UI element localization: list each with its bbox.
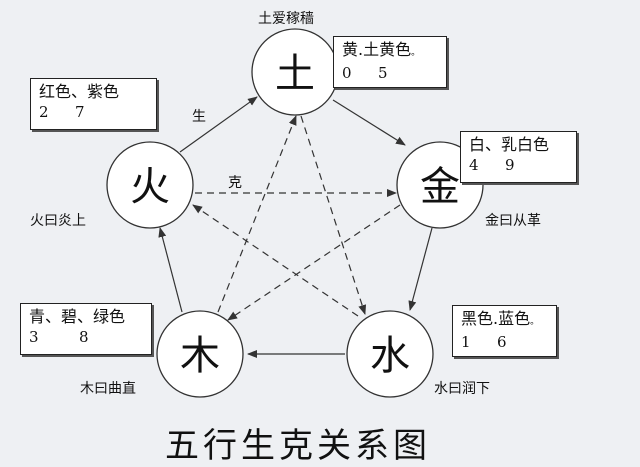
earth-colors: 黄.土黄色 <box>342 40 412 59</box>
node-water-char: 水 <box>370 333 410 379</box>
arrow-earth-to-water <box>300 115 367 315</box>
wood-colors: 青、碧、绿色 <box>29 307 126 326</box>
earth-num-a: 0 <box>342 64 352 82</box>
earth-num-b: 5 <box>378 64 388 82</box>
fire-colors: 红色、紫色 <box>39 82 120 101</box>
arrow-metal-to-water <box>408 227 433 311</box>
info-box-water: 黑色.蓝色。 1 6 <box>452 305 557 357</box>
diagram-canvas: 土 金 水 木 火 <box>106 28 484 398</box>
metal-num-a: 4 <box>469 156 479 174</box>
node-fire: 火 <box>106 141 194 229</box>
saying-fire: 火曰炎上 <box>30 213 86 229</box>
arrow-metal-to-wood <box>227 204 401 321</box>
node-wood: 木 <box>156 310 244 398</box>
water-colors: 黑色.蓝色 <box>461 309 531 328</box>
info-box-fire: 红色、紫色 2 7 <box>30 78 157 130</box>
arrow-wood-to-fire <box>158 227 183 313</box>
saying-wood: 木曰曲直 <box>80 381 136 397</box>
node-earth-char: 土 <box>275 51 315 97</box>
metal-colors: 白、乳白色 <box>469 135 550 154</box>
water-num-b: 6 <box>497 333 507 351</box>
saying-water: 水曰润下 <box>434 381 490 397</box>
saying-metal: 金曰从革 <box>485 213 541 229</box>
diagram-title: 五行生克关系图 <box>165 426 431 466</box>
water-num-a: 1 <box>461 333 471 351</box>
saying-earth: 土爱稼穑 <box>258 11 314 27</box>
info-box-earth: 黄.土黄色。 0 5 <box>333 36 447 88</box>
label-generate: 生 <box>192 109 206 125</box>
arrow-fire-to-earth <box>179 96 258 153</box>
fire-num-b: 7 <box>75 103 85 121</box>
node-water: 水 <box>346 310 434 398</box>
node-fire-char: 火 <box>130 164 170 210</box>
node-earth: 土 <box>251 28 339 116</box>
arrow-earth-to-metal <box>332 99 406 146</box>
info-box-wood: 青、碧、绿色 3 8 <box>20 303 152 355</box>
wood-num-a: 3 <box>29 328 39 346</box>
info-box-metal: 白、乳白色 4 9 <box>460 131 577 183</box>
arrow-wood-to-earth <box>217 115 297 313</box>
node-metal-char: 金 <box>420 164 460 210</box>
node-wood-char: 木 <box>180 333 220 379</box>
metal-num-b: 9 <box>505 156 515 174</box>
arrow-water-to-fire <box>192 204 359 317</box>
label-overcome: 克 <box>228 175 242 191</box>
earth-box-dot: 。 <box>411 48 421 58</box>
fire-num-a: 2 <box>39 103 49 121</box>
water-box-dot: 。 <box>530 317 540 327</box>
wood-num-b: 8 <box>79 328 89 346</box>
